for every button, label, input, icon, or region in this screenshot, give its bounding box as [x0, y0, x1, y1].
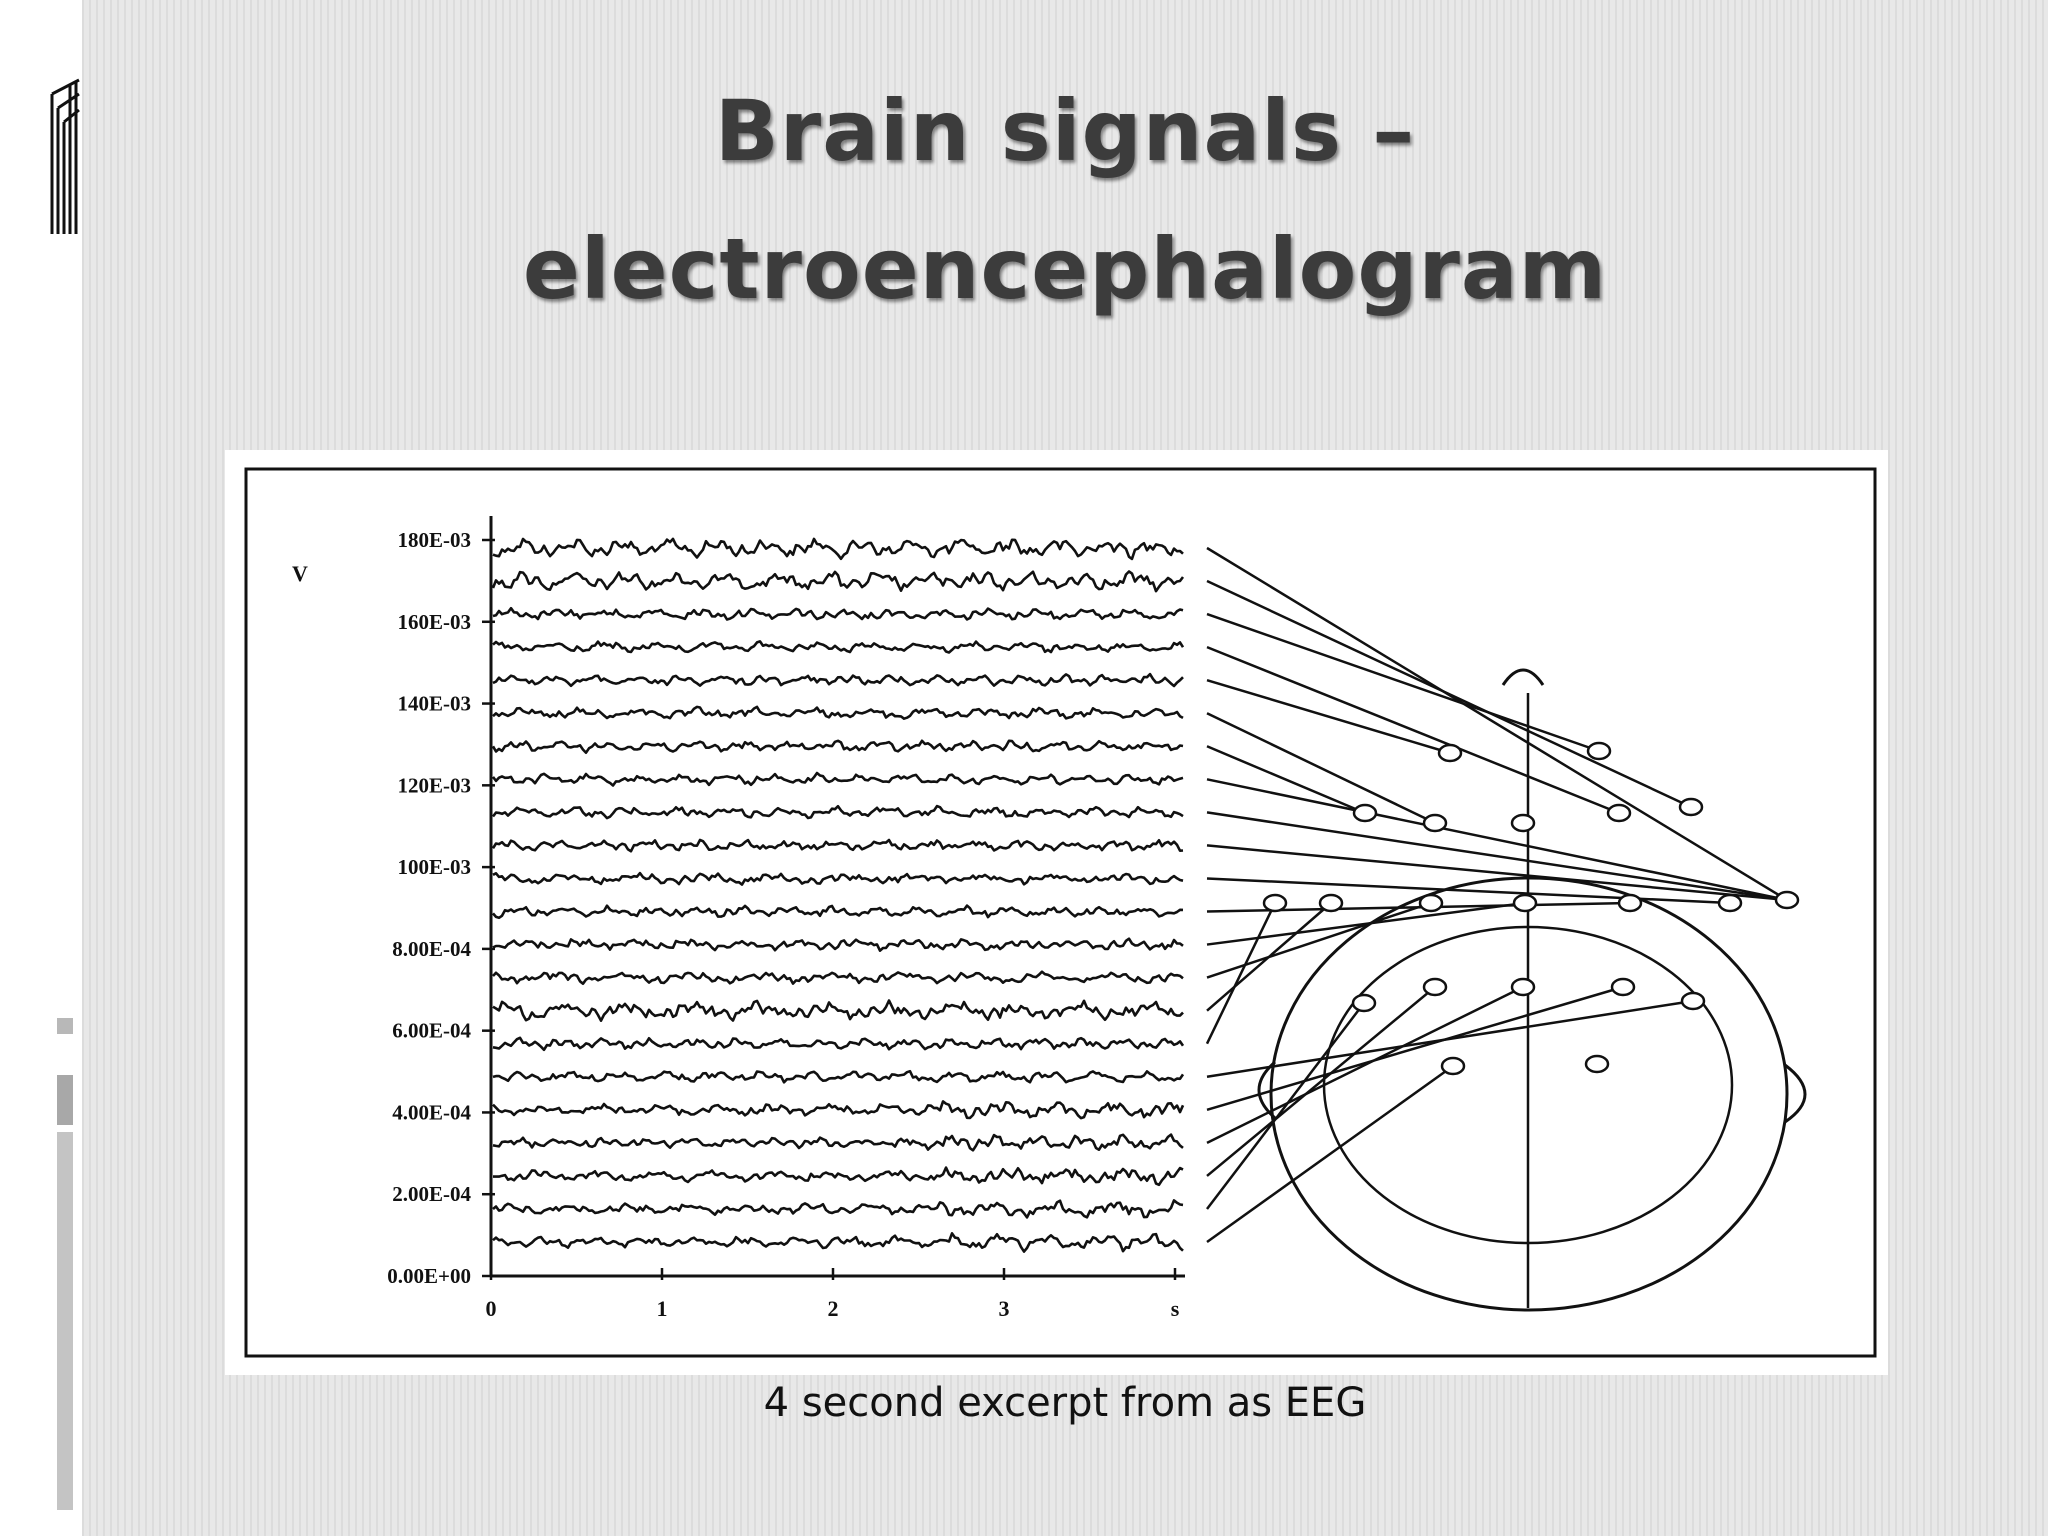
- eeg-channel-trace: [491, 804, 1184, 820]
- eeg-channel-trace: [492, 1069, 1185, 1084]
- electrode-marker: [1610, 977, 1636, 997]
- electrode-connector-line: [1206, 645, 1620, 815]
- eeg-channel-trace: [492, 904, 1184, 920]
- corner-decoration-icon: [49, 78, 81, 234]
- eeg-axes: 180E-03 160E-03 140E-03 120E-03 100E-03 8.00E…: [387, 516, 1185, 1321]
- slide-title: Brain signals – electroencephalogram: [82, 62, 2048, 338]
- electrode-marker: [1510, 977, 1536, 997]
- electrode-marker: [1586, 741, 1612, 761]
- electrode-connector-line: [1205, 902, 1277, 1045]
- figure-caption: 4 second excerpt from as EEG: [763, 1380, 1367, 1426]
- electrode-marker: [1774, 890, 1800, 910]
- electrode-connector-line: [1206, 902, 1332, 1012]
- electrode-connector-line: [1206, 985, 1524, 1144]
- eeg-channel-trace: [492, 1133, 1184, 1152]
- eeg-channel-trace: [492, 537, 1184, 561]
- electrode-connector-line: [1206, 1064, 1454, 1244]
- electrode-marker: [1422, 813, 1448, 833]
- ear-icon: [1257, 1060, 1276, 1120]
- electrode-connector-line: [1206, 712, 1436, 825]
- eeg-channel-trace: [491, 771, 1184, 787]
- electrode-marker: [1318, 893, 1344, 913]
- eeg-channel-trace: [492, 970, 1184, 985]
- x-tick-label: 0: [486, 1296, 497, 1321]
- figure-frame: [244, 467, 1877, 1358]
- electrode-marker: [1680, 991, 1706, 1011]
- head-electrode-map: [1257, 668, 1807, 1312]
- y-tick-label: 140E-03: [398, 692, 472, 716]
- y-tick-label: 120E-03: [398, 773, 472, 797]
- x-tick-label: 1: [657, 1296, 668, 1321]
- y-tick-label: 4.00E-04: [392, 1100, 471, 1124]
- y-tick-label: 0.00E+00: [387, 1264, 471, 1288]
- eeg-channel-trace: [492, 1199, 1184, 1219]
- eeg-diagram: 180E-03 160E-03 140E-03 120E-03 100E-03 8.00E…: [244, 467, 1877, 1358]
- eeg-channel-trace: [493, 1166, 1184, 1187]
- y-tick-label: 180E-03: [398, 528, 472, 552]
- decorative-bar: [57, 1018, 73, 1034]
- eeg-channel-trace: [491, 739, 1184, 754]
- title-line-1: Brain signals –: [714, 82, 1416, 180]
- electrode-marker: [1352, 803, 1378, 823]
- electrode-marker: [1678, 797, 1704, 817]
- y-tick-label: 160E-03: [398, 610, 472, 634]
- eeg-channel-trace: [491, 838, 1184, 853]
- eeg-channel-trace: [491, 570, 1185, 593]
- title-line-2: electroencephalogram: [522, 220, 1608, 318]
- x-tick-label: 3: [999, 1296, 1010, 1321]
- y-tick-label: 6.00E-04: [392, 1019, 471, 1043]
- x-tick-label: s: [1171, 1296, 1180, 1321]
- electrode-connector-line: [1206, 579, 1692, 809]
- y-tick-label: 100E-03: [398, 855, 472, 879]
- electrode-marker: [1440, 1056, 1466, 1076]
- ear-icon: [1784, 1063, 1807, 1124]
- decorative-bar: [57, 1075, 73, 1125]
- y-tick-label: 8.00E-04: [392, 937, 471, 961]
- electrode-marker: [1510, 813, 1536, 833]
- electrode-connector-line: [1206, 678, 1451, 755]
- decorative-bar: [57, 1132, 73, 1510]
- eeg-channel-trace: [492, 640, 1185, 654]
- x-tick-label: 2: [828, 1296, 839, 1321]
- electrode-connector-line: [1206, 811, 1788, 902]
- eeg-channel-trace: [492, 672, 1184, 688]
- eeg-channel-trace: [492, 937, 1184, 952]
- electrode-marker: [1262, 893, 1288, 913]
- electrode-marker: [1606, 803, 1632, 823]
- electrode-connector-line: [1206, 778, 1788, 902]
- electrode-connector-line: [1206, 844, 1788, 902]
- electrode-marker: [1512, 893, 1538, 913]
- electrode-connector-line: [1206, 745, 1366, 815]
- electrode-marker: [1717, 893, 1743, 913]
- electrode-connector-line: [1206, 612, 1600, 753]
- eeg-channel-trace: [492, 871, 1184, 886]
- electrode-marker: [1422, 977, 1448, 997]
- electrode-marker: [1584, 1054, 1610, 1074]
- electrode-connector-line: [1206, 546, 1788, 902]
- electrode-marker: [1437, 743, 1463, 763]
- nose-icon: [1501, 668, 1545, 686]
- electrode-connector-line: [1206, 986, 1436, 1177]
- y-unit-label: V: [292, 561, 308, 586]
- electrode-marker: [1617, 893, 1643, 913]
- eeg-channel-trace: [492, 1100, 1185, 1120]
- eeg-channel-trace: [492, 705, 1184, 720]
- y-tick-label: 2.00E-04: [392, 1182, 471, 1206]
- eeg-channel-trace: [492, 606, 1184, 621]
- electrode-marker: [1418, 893, 1444, 913]
- electrode-connector-line: [1206, 1002, 1365, 1210]
- eeg-traces: [491, 537, 1185, 1253]
- electrode-marker: [1351, 993, 1377, 1013]
- electrode-connector-line: [1206, 985, 1624, 1112]
- electrode-connectors: [1205, 546, 1788, 1244]
- eeg-channel-trace: [492, 1036, 1185, 1052]
- eeg-figure: 180E-03 160E-03 140E-03 120E-03 100E-03 8.00E…: [225, 450, 1888, 1375]
- eeg-channel-trace: [492, 999, 1184, 1022]
- eeg-channel-trace: [492, 1232, 1184, 1253]
